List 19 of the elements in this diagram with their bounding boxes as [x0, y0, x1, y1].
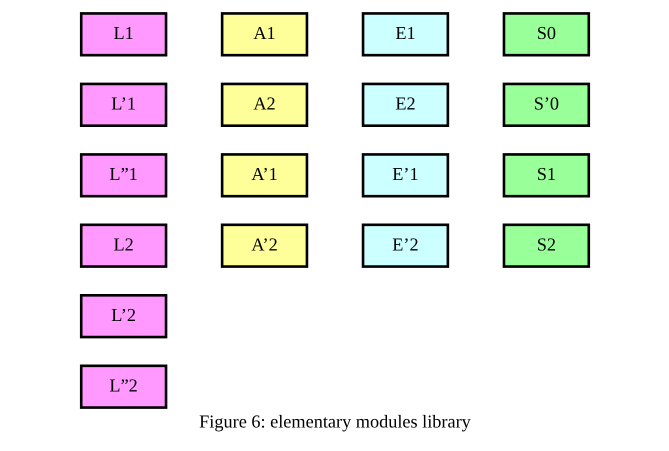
- node-box: S2: [502, 224, 590, 268]
- node-box: A1: [220, 12, 308, 57]
- node-box: S0: [502, 12, 590, 57]
- node-box: A2: [220, 82, 308, 127]
- node-box: E1: [361, 12, 449, 57]
- caption: Figure 6: elementary modules library: [198, 411, 470, 432]
- node-box: L2: [79, 224, 167, 268]
- node-box: L”2: [79, 364, 167, 409]
- node-box: L”1: [79, 153, 167, 198]
- node-box: L1: [79, 12, 167, 57]
- node-box: A’2: [220, 224, 308, 268]
- node-box: E’2: [361, 224, 449, 268]
- node-box: S’0: [502, 82, 590, 127]
- node-box: E’1: [361, 153, 449, 198]
- node-box: A’1: [220, 153, 308, 198]
- node-box: E2: [361, 82, 449, 127]
- node-box: L’1: [79, 82, 167, 127]
- node-box: S1: [502, 153, 590, 198]
- node-box: L’2: [79, 294, 167, 338]
